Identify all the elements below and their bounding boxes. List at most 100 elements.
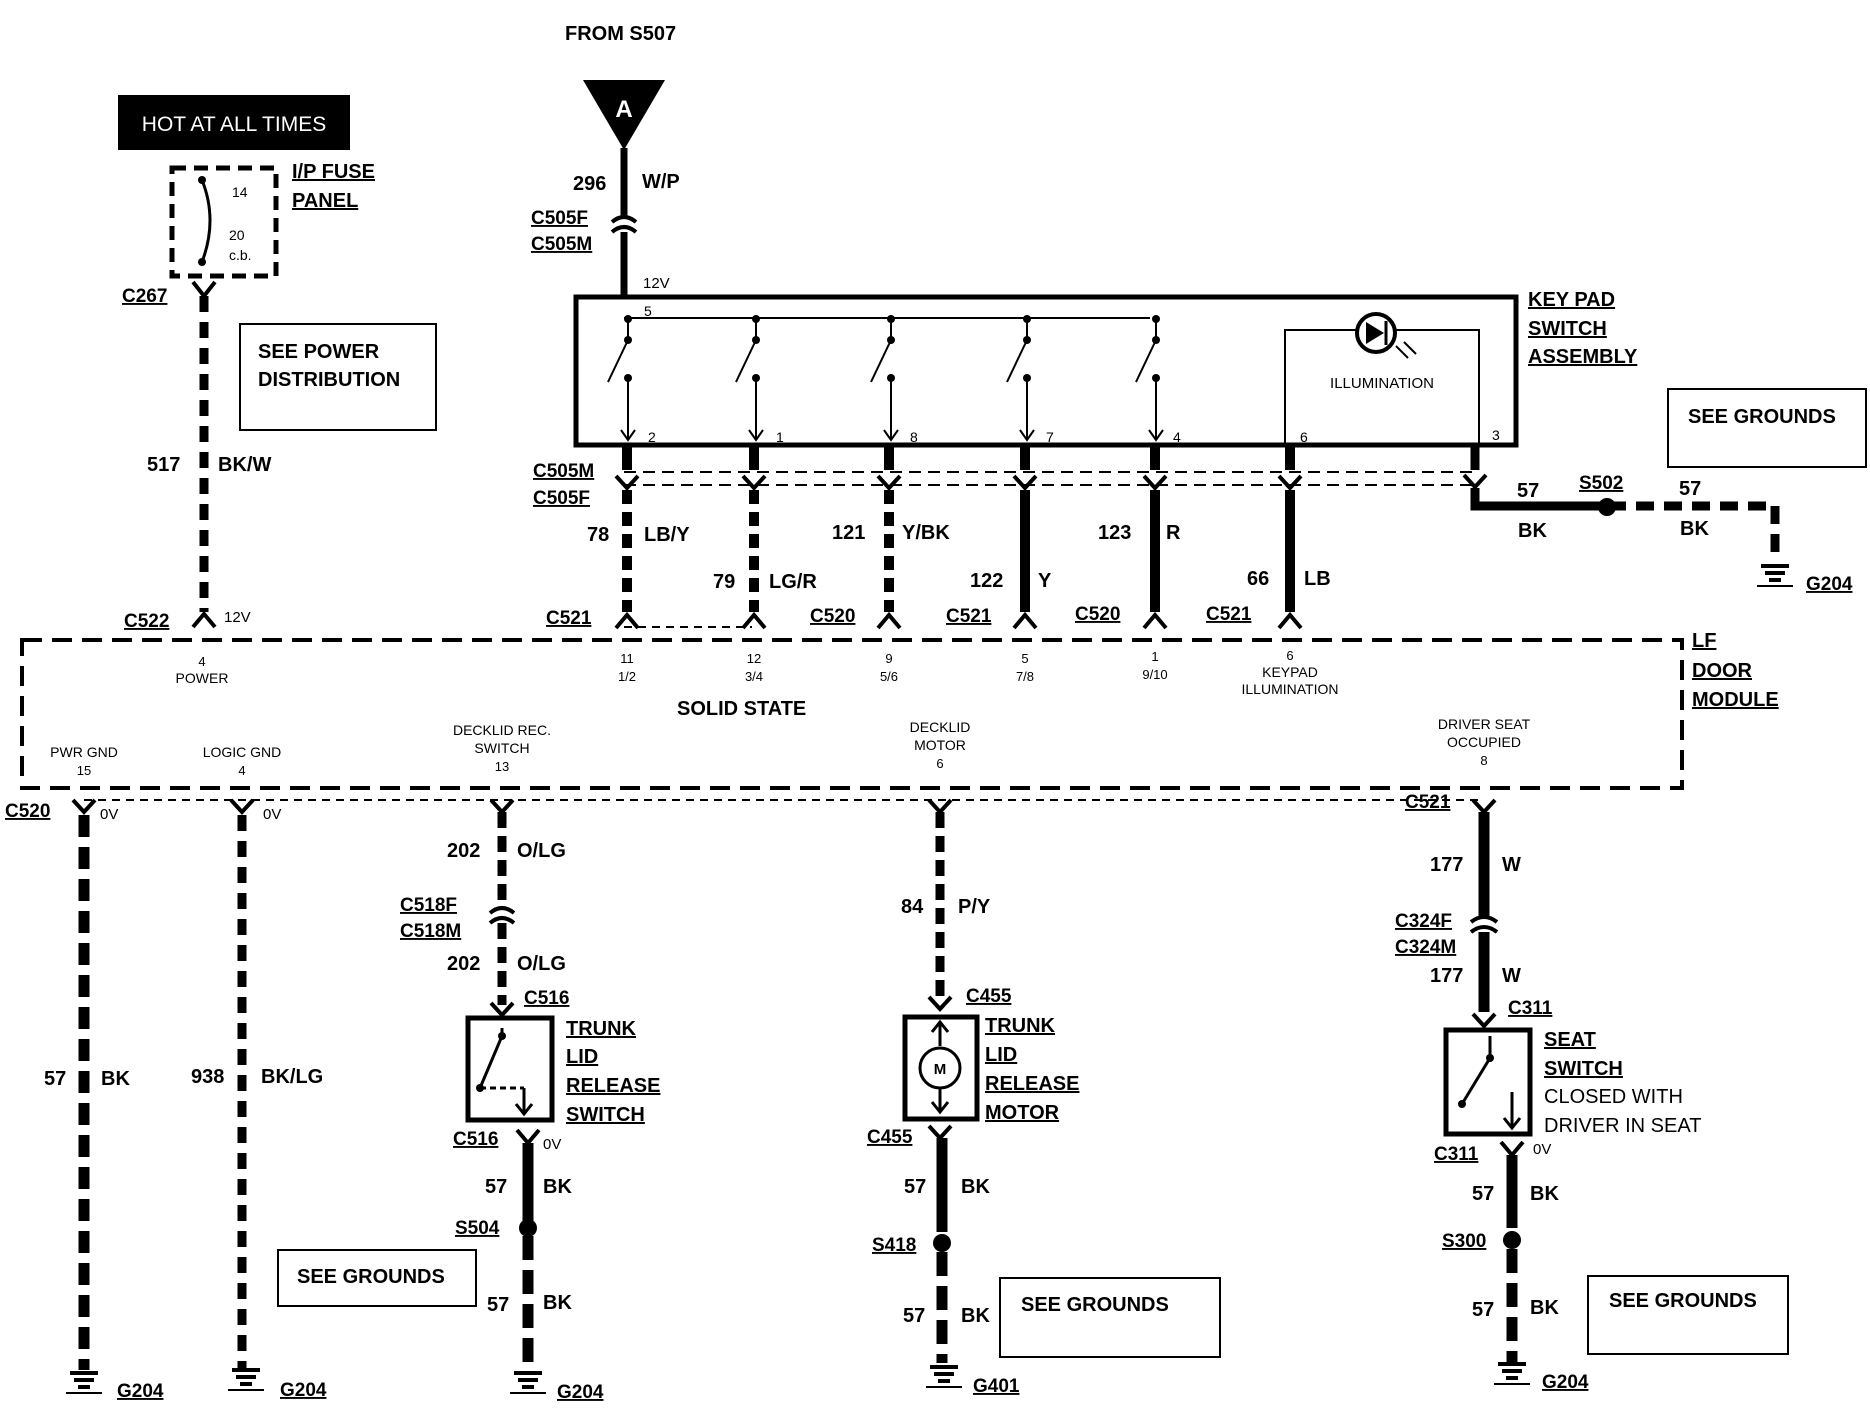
see-power-1: SEE POWER — [258, 341, 380, 363]
s502-label: S502 — [1579, 473, 1623, 494]
g204-pwr: G204 — [117, 1381, 164, 1402]
s418-label: S418 — [872, 1235, 916, 1256]
circuit-177-b: 177 — [1430, 965, 1463, 987]
mod-pin-5-label: 7/8 — [1016, 669, 1034, 684]
splice-a-letter: A — [615, 96, 632, 123]
keypad-wire-3 — [876, 445, 902, 630]
circuit-57-s418b: 57 — [903, 1305, 925, 1327]
seat-switch-arm — [1460, 1057, 1492, 1105]
mod-pin-6-label: KEYPAD — [1262, 664, 1318, 680]
seat-switch-2: SWITCH — [1544, 1058, 1623, 1080]
circuit-57-s300b: 57 — [1472, 1299, 1494, 1321]
g204-logic: G204 — [280, 1380, 327, 1401]
g204-seat: G204 — [1542, 1372, 1589, 1393]
fuse-element — [200, 179, 212, 263]
fuse-num: 14 — [232, 184, 248, 200]
circuit-296: 296 — [573, 173, 606, 195]
splice-s418 — [933, 1234, 951, 1252]
mod-driver-seat-n: 8 — [1480, 753, 1487, 768]
keypad-pin-2: 2 — [648, 429, 656, 445]
c516-bottom: C516 — [453, 1129, 498, 1150]
ground-g204-seat-icon — [1494, 1362, 1530, 1385]
mod-decklid-rec-n: 13 — [495, 759, 509, 774]
ground-g204-switch-icon — [510, 1371, 546, 1394]
circuit-122: 122 — [970, 570, 1003, 592]
wire-bk-s502b: BK — [1680, 518, 1709, 540]
keypad-switch-4 — [1006, 315, 1035, 442]
wire-r: R — [1166, 522, 1181, 544]
trunk-switch-arm — [478, 1035, 504, 1089]
splice-s502 — [1598, 498, 1616, 516]
c324m-label: C324M — [1395, 937, 1456, 958]
keypad-pin-6: 6 — [1300, 429, 1308, 445]
circuit-66: 66 — [1247, 568, 1269, 590]
keypad-assembly-box — [573, 294, 1519, 448]
mod-pin-6-n: 6 — [1286, 648, 1293, 663]
seat-switch-4: DRIVER IN SEAT — [1544, 1115, 1701, 1137]
c311-bottom: C311 — [1434, 1144, 1479, 1165]
module-title-1: LF — [1692, 630, 1716, 652]
c324f-label: C324F — [1395, 911, 1452, 932]
wire-y: Y — [1038, 570, 1052, 592]
circuit-78: 78 — [587, 524, 609, 546]
wire-bk-s300a: BK — [1530, 1183, 1559, 1205]
keypad-pin-7: 7 — [1046, 429, 1054, 445]
trunk-switch-3: RELEASE — [566, 1075, 660, 1097]
see-grounds-2: SEE GROUNDS — [297, 1266, 445, 1288]
fuse-type: c.b. — [229, 247, 252, 263]
switch-0v: 0V — [543, 1136, 561, 1153]
wire-bk-s300b: BK — [1530, 1297, 1559, 1319]
c520-a: C520 — [810, 606, 855, 627]
module-title-3: MODULE — [1692, 689, 1779, 711]
ground-g401-icon — [926, 1365, 962, 1388]
c455-top: C455 — [966, 986, 1012, 1007]
module-title-2: DOOR — [1692, 660, 1753, 682]
circuit-177-a: 177 — [1430, 854, 1463, 876]
c520-pwr: C520 — [5, 801, 50, 822]
seat-switch-box — [1443, 1027, 1533, 1137]
circuit-57-pwr: 57 — [44, 1068, 66, 1090]
splice-s300 — [1503, 1231, 1521, 1249]
keypad-switch-5 — [1135, 315, 1164, 442]
ground-g204-top-icon — [1757, 564, 1793, 587]
c505f-lower: C505F — [533, 488, 590, 509]
trunk-motor-4: MOTOR — [985, 1102, 1060, 1124]
circuit-84: 84 — [901, 896, 924, 918]
wire-w-a: W — [1502, 854, 1521, 876]
see-grounds-4: SEE GROUNDS — [1609, 1290, 1757, 1312]
see-power-2: DISTRIBUTION — [258, 369, 400, 391]
see-grounds-box-1 — [1667, 388, 1867, 468]
mod-pin-1-n: 1 — [1151, 649, 1158, 664]
mod-pin-9-n: 9 — [885, 651, 892, 666]
wire-lgr: LG/R — [769, 571, 817, 593]
circuit-57-s502a: 57 — [1517, 480, 1539, 502]
wire-olg-a: O/LG — [517, 840, 566, 862]
lf-door-module-box — [20, 638, 1684, 790]
ground-g204-pwr-icon — [66, 1371, 102, 1394]
keypad-wire-4 — [1012, 445, 1038, 630]
c521-c: C521 — [1206, 604, 1252, 625]
motor-letter: M — [934, 1061, 947, 1078]
pwr-0v: 0V — [100, 806, 118, 823]
fuse-label-2: PANEL — [292, 190, 358, 212]
circuit-121: 121 — [832, 522, 865, 544]
s504-label: S504 — [455, 1218, 500, 1239]
mod-pin-6-label2: ILLUMINATION — [1242, 681, 1339, 697]
c267-label: C267 — [122, 286, 167, 307]
see-power-box — [239, 323, 437, 431]
mod-pin-9-label: 5/6 — [880, 669, 898, 684]
c518f-label: C518F — [400, 895, 457, 916]
hot-label: HOT AT ALL TIMES — [142, 113, 326, 136]
circuit-57-s504b: 57 — [487, 1294, 509, 1316]
keypad-wire-6 — [1277, 445, 1303, 630]
mod-pin-12-n: 12 — [747, 651, 761, 666]
trunk-motor-3: RELEASE — [985, 1073, 1079, 1095]
wire-py: P/Y — [958, 896, 991, 918]
keypad-title-3: ASSEMBLY — [1528, 346, 1638, 368]
circuit-938: 938 — [191, 1066, 224, 1088]
illumination-label: ILLUMINATION — [1330, 375, 1434, 392]
mod-decklid-rec: DECKLID REC. — [453, 722, 551, 738]
see-grounds-3: SEE GROUNDS — [1021, 1294, 1169, 1316]
mod-pin-11-label: 1/2 — [618, 669, 636, 684]
mod-pin-4-label: POWER — [176, 670, 229, 686]
